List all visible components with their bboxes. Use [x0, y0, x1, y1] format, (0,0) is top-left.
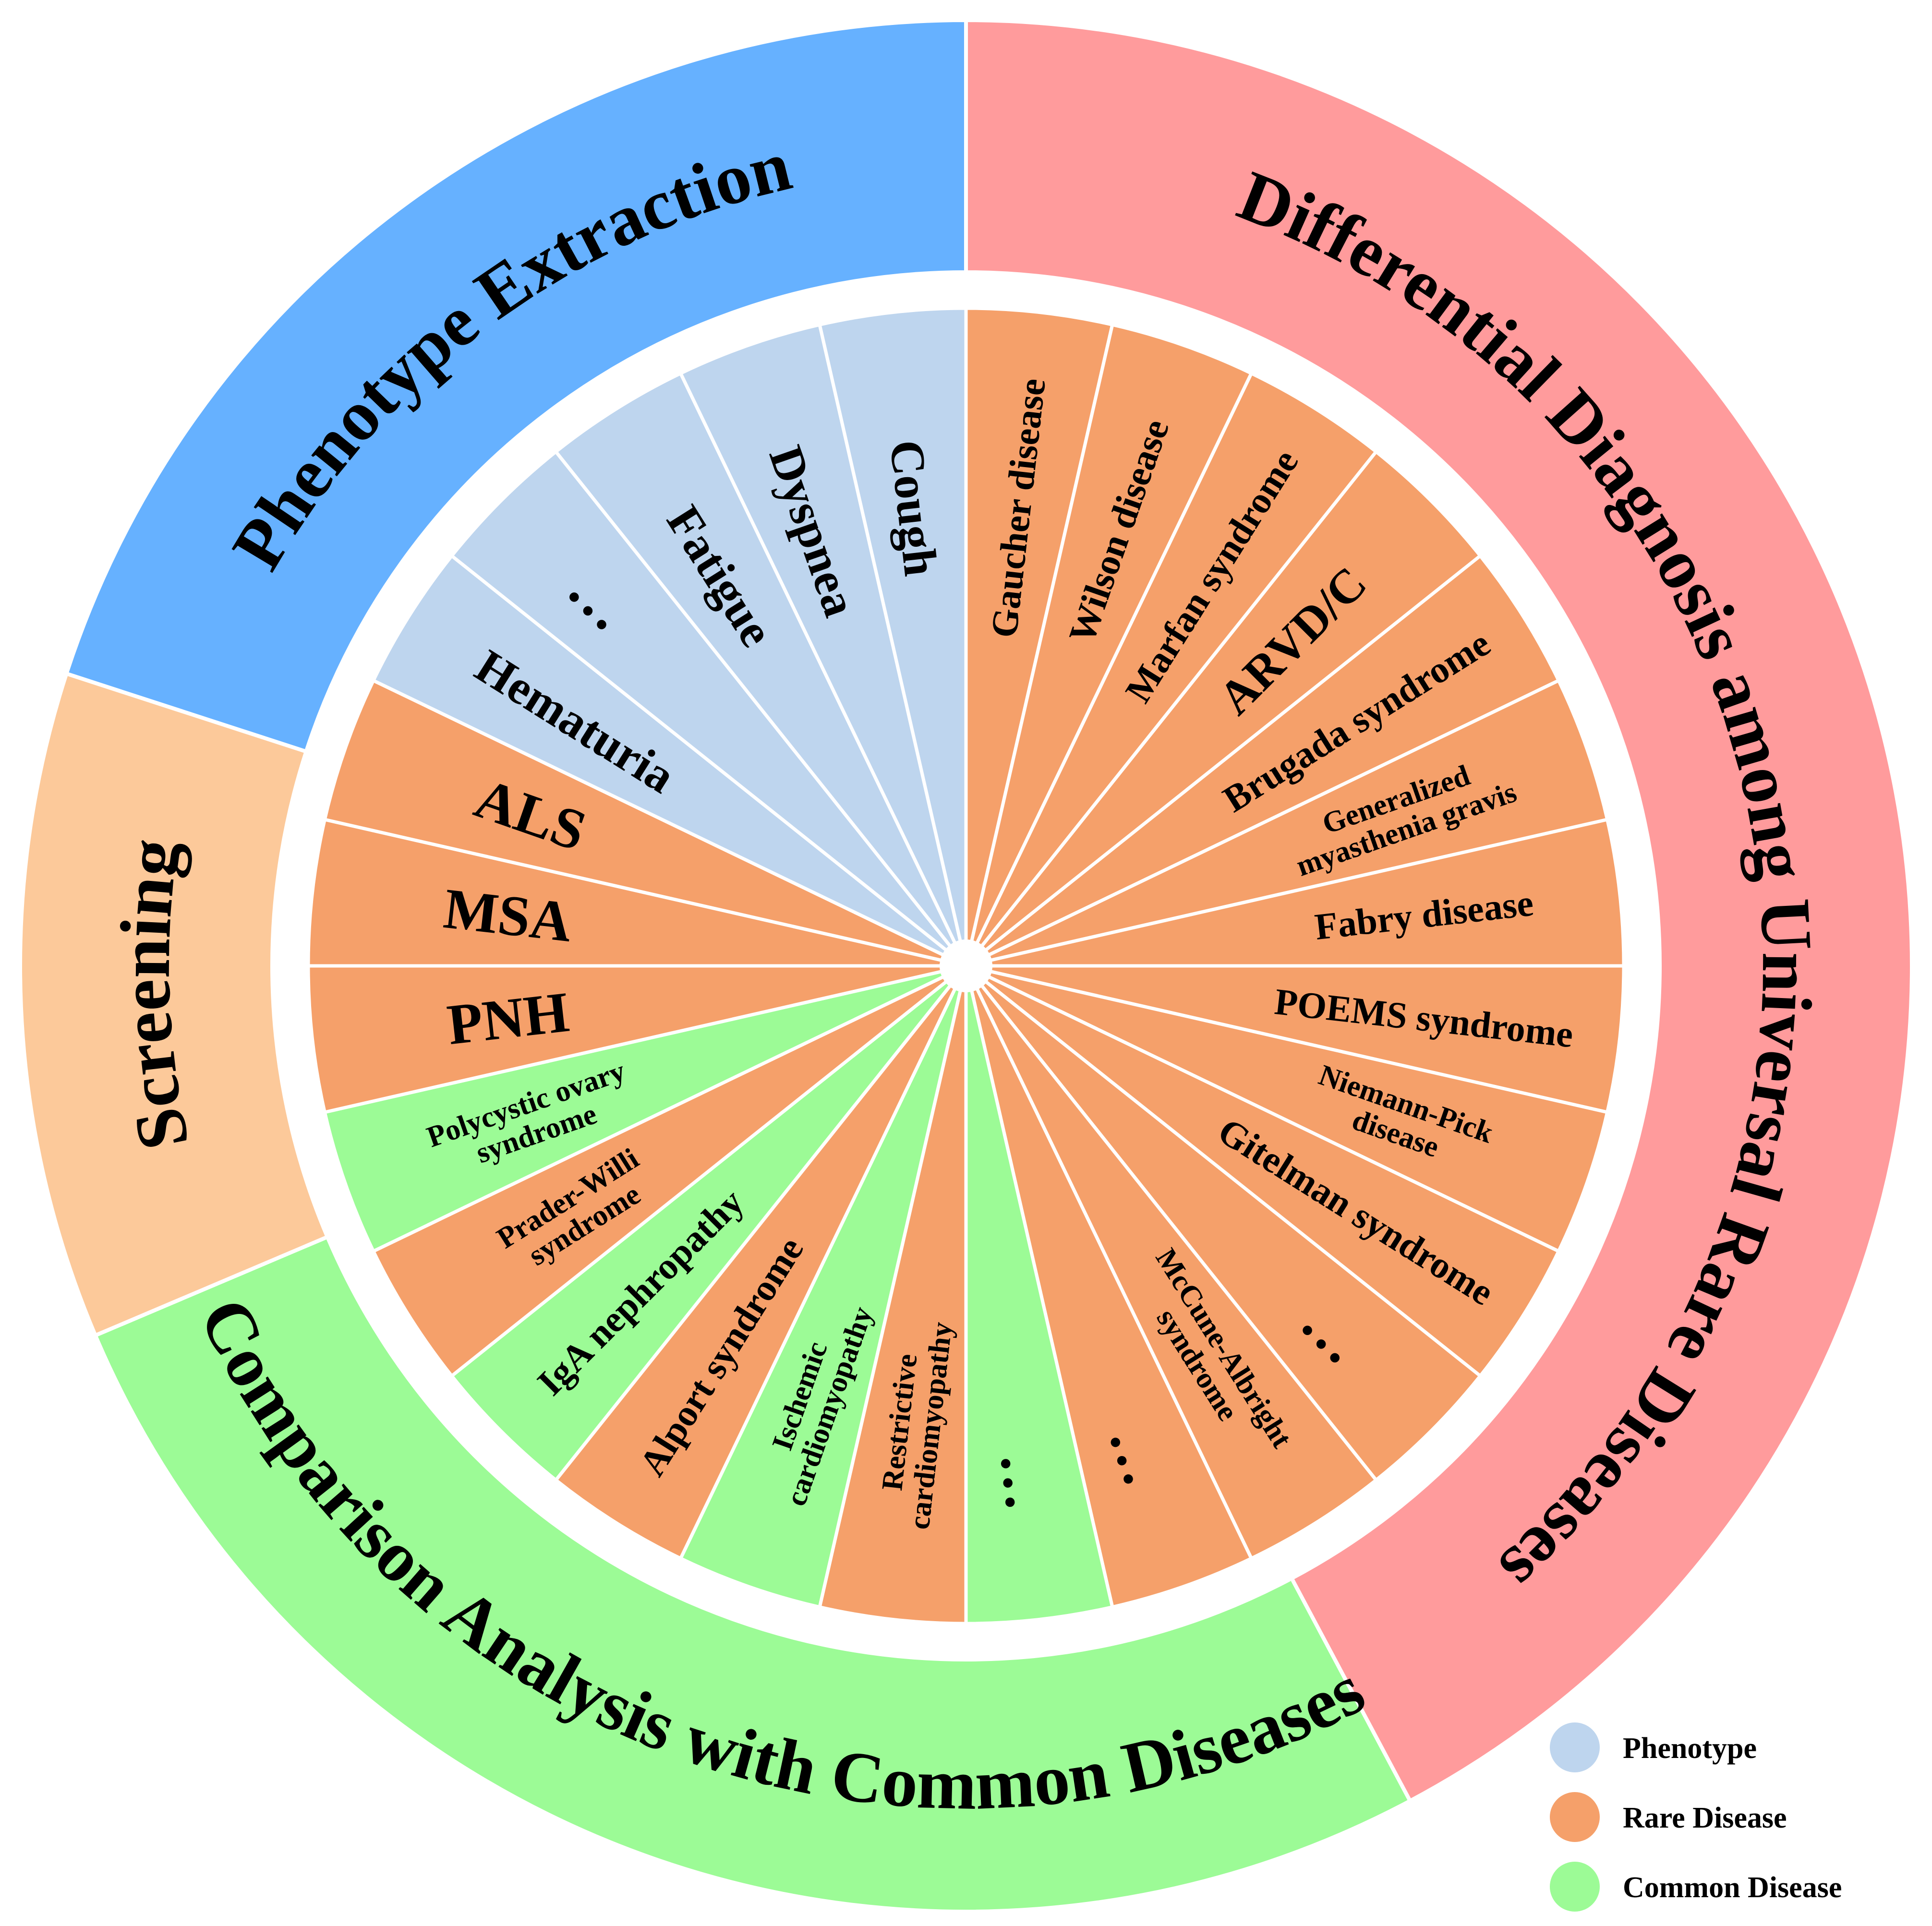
slice-rare	[965, 964, 1483, 1483]
slice-common	[323, 964, 967, 1254]
slice-rare	[965, 678, 1609, 968]
slice-phenotype	[371, 553, 967, 968]
center-hole	[940, 939, 992, 992]
legend-label-rare: Rare Disease	[1623, 1802, 1787, 1834]
slice-rare	[965, 449, 1483, 967]
legend-swatch-common	[1550, 1862, 1600, 1912]
slice-common	[449, 964, 967, 1483]
slice-common	[964, 965, 1115, 1625]
legend-swatch-phenotype	[1550, 1722, 1600, 1772]
legend-label-phenotype: Phenotype	[1623, 1732, 1757, 1765]
outer-ring	[18, 18, 1914, 1914]
slice-phenotype	[817, 306, 968, 966]
slice-label: MSA	[441, 876, 575, 954]
slice-label: PNH	[444, 980, 572, 1057]
slice-label: …	[989, 1449, 1059, 1513]
outer-ring-section-screening	[18, 671, 330, 1338]
slice-phenotype	[553, 371, 968, 967]
slice-rare	[964, 965, 1254, 1609]
slice-rare	[553, 964, 968, 1561]
legend-label-common: Common Disease	[1623, 1871, 1842, 1904]
slice-rare	[966, 817, 1626, 968]
slice-phenotype	[678, 323, 968, 967]
outer-ring-section-comparison-analysis	[93, 1234, 1413, 1914]
legend-swatch-rare	[1550, 1792, 1600, 1842]
slice-common	[678, 965, 968, 1609]
slice-rare	[371, 964, 967, 1379]
slice-rare	[964, 964, 1379, 1561]
slice-rare	[306, 964, 966, 1115]
slice-rare	[965, 553, 1561, 968]
slice-phenotype	[449, 449, 967, 967]
outer-ring-section-differential-diagnosis	[964, 18, 1914, 1804]
outer-ring-section-phenotype-extraction	[64, 18, 968, 754]
slice-rare	[965, 964, 1561, 1379]
slice-rare	[965, 964, 1609, 1254]
slice-rare	[964, 371, 1379, 967]
slice-rare	[323, 678, 967, 968]
slice-rare	[964, 323, 1254, 967]
